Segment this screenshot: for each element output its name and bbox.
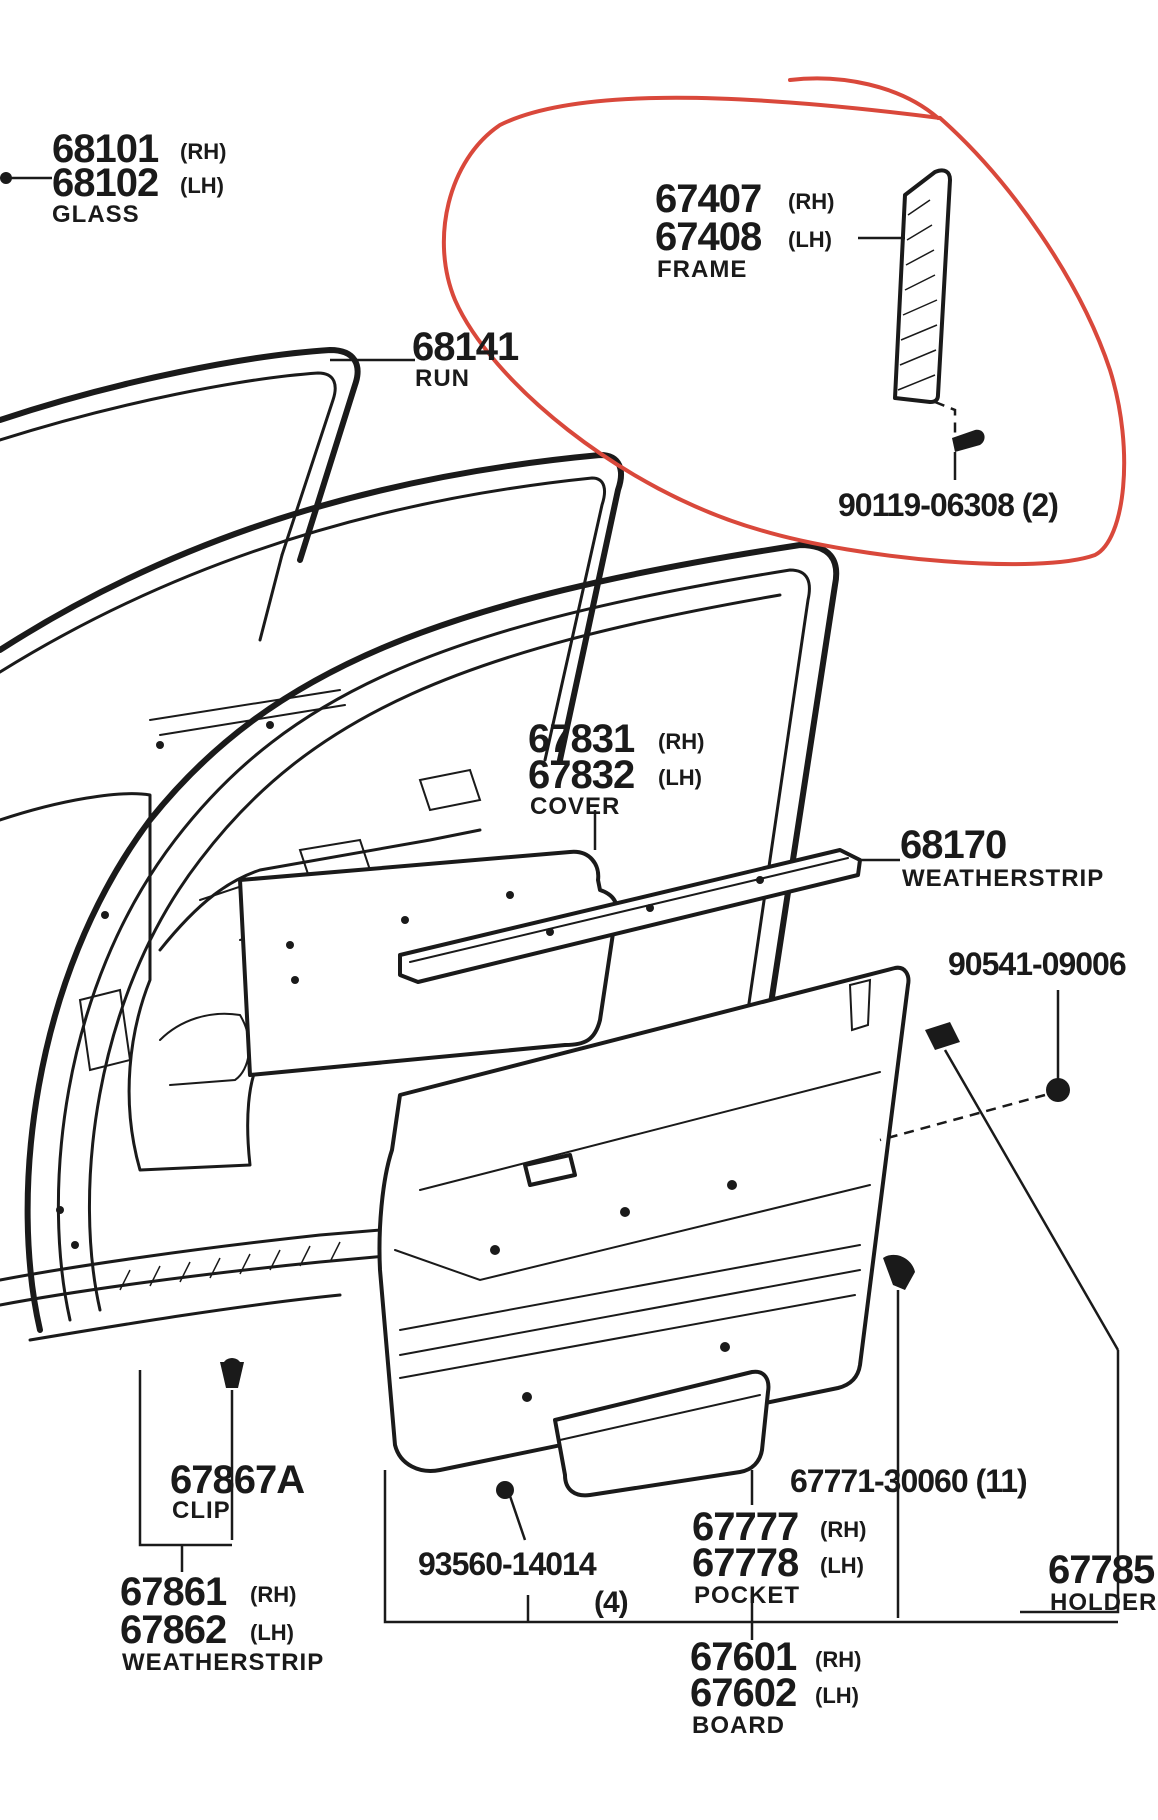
clip-name: CLIP <box>172 1497 231 1524</box>
door-weatherstrip-lh-number: 67862 <box>120 1608 226 1652</box>
callout-board: 67601 (RH) 67602 (LH) BOARD <box>690 1635 861 1739</box>
holder-number: 67785 <box>1048 1548 1155 1592</box>
frame-drawing <box>893 168 985 480</box>
callout-screw: 93560-14014 (4) <box>418 1546 629 1619</box>
glass-lh-tag: (LH) <box>180 173 224 198</box>
callout-clip: 67867A CLIP <box>170 1458 305 1524</box>
trim-board-drawing <box>377 965 911 1473</box>
pocket-lh-number: 67778 <box>692 1541 799 1585</box>
board-name: BOARD <box>692 1712 785 1739</box>
screw-qty: (4) <box>594 1586 628 1619</box>
glass-rh-number: 68101 <box>52 127 159 171</box>
callout-holder: 67785 HOLDER <box>1048 1548 1157 1616</box>
frame-lh-number: 67408 <box>655 215 762 259</box>
belt-weatherstrip-number: 68170 <box>900 823 1006 867</box>
cover-rh-tag: (RH) <box>658 729 704 754</box>
holder-name: HOLDER <box>1050 1589 1157 1616</box>
frame-rh-tag: (RH) <box>788 189 834 214</box>
belt-weatherstrip-name: WEATHERSTRIP <box>902 865 1104 892</box>
screw-number: 93560-14014 <box>418 1546 597 1582</box>
belt-weatherstrip-drawing <box>398 848 862 984</box>
door-weatherstrip-lh-tag: (LH) <box>250 1620 294 1645</box>
callout-frame: 67407 (RH) 67408 (LH) FRAME <box>655 177 834 283</box>
run-number: 68141 <box>412 325 519 369</box>
frame-rh-number: 67407 <box>655 177 761 221</box>
board-lh-tag: (LH) <box>815 1683 859 1708</box>
glass-lh-number: 68102 <box>52 161 158 205</box>
door-weatherstrip-rh-number: 67861 <box>120 1570 227 1614</box>
pocket-name: POCKET <box>694 1582 800 1609</box>
pocket-drawing <box>553 1369 771 1498</box>
cover-lh-tag: (LH) <box>658 765 702 790</box>
frame-screw-number: 90119-06308 (2) <box>838 487 1058 523</box>
board-lh-number: 67602 <box>690 1671 796 1715</box>
board-rh-number: 67601 <box>690 1635 797 1679</box>
run-name: RUN <box>415 365 470 392</box>
highlight-circle <box>442 76 1127 567</box>
plug-number: 90541-09006 <box>948 946 1126 982</box>
frame-lh-tag: (LH) <box>788 227 832 252</box>
door-weatherstrip-name: WEATHERSTRIP <box>122 1649 324 1676</box>
clip-number: 67867A <box>170 1458 304 1502</box>
pocket-lh-tag: (LH) <box>820 1553 864 1578</box>
board-clip-number: 67771-30060 (11) <box>790 1463 1027 1499</box>
glass-name: GLASS <box>52 201 140 228</box>
pocket-rh-number: 67777 <box>692 1505 798 1549</box>
callout-run: 68141 RUN <box>412 325 520 392</box>
callout-door-weatherstrip: 67861 (RH) 67862 (LH) WEATHERSTRIP <box>120 1570 324 1676</box>
door-weatherstrip-rh-tag: (RH) <box>250 1582 296 1607</box>
callout-cover: 67831 (RH) 67832 (LH) COVER <box>528 717 704 820</box>
cover-lh-number: 67832 <box>528 753 634 797</box>
cover-rh-number: 67831 <box>528 717 635 761</box>
callout-belt-weatherstrip: 68170 WEATHERSTRIP <box>900 823 1104 892</box>
glass-rh-tag: (RH) <box>180 139 226 164</box>
callout-pocket: 67777 (RH) 67778 (LH) POCKET <box>692 1505 866 1609</box>
leader-lines <box>0 172 1120 1640</box>
callout-glass: 68101 (RH) 68102 (LH) GLASS <box>52 127 226 228</box>
board-rh-tag: (RH) <box>815 1647 861 1672</box>
pocket-rh-tag: (RH) <box>820 1517 866 1542</box>
door-shell-drawing <box>0 347 840 1342</box>
cover-name: COVER <box>530 793 620 820</box>
frame-name: FRAME <box>657 256 747 283</box>
